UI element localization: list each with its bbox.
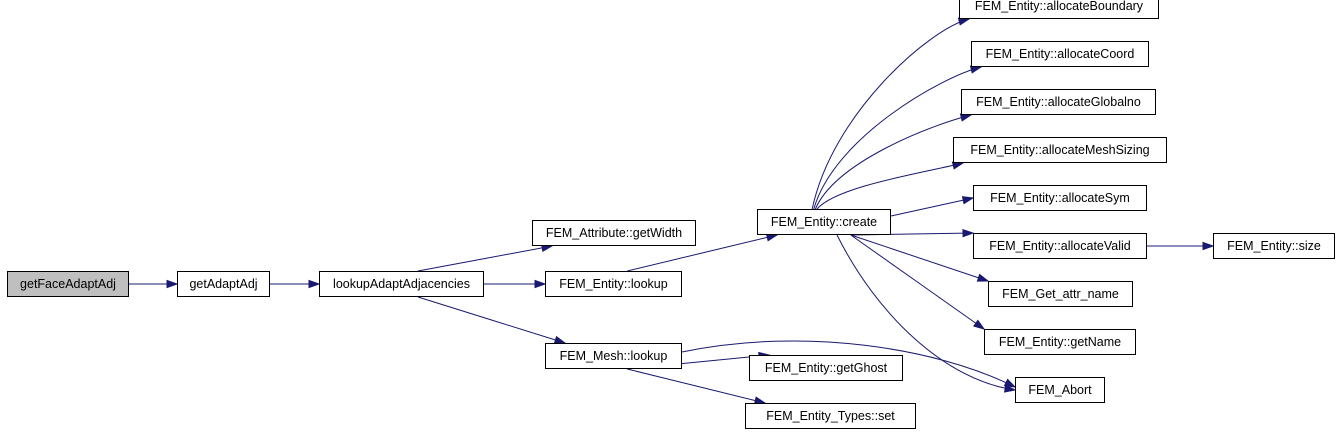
- graph-node-lookupAdaptAdjacencies[interactable]: lookupAdaptAdjacencies: [319, 271, 484, 297]
- edge-entityCreate-to-getAttrName-arrowhead: [976, 273, 990, 282]
- graph-node-label: FEM_Entity::allocateGlobalno: [976, 95, 1141, 109]
- edge-entityCreate-to-abort: [836, 234, 1016, 391]
- graph-node-entityCreate[interactable]: FEM_Entity::create: [757, 209, 891, 235]
- graph-node-label: FEM_Get_attr_name: [1002, 287, 1119, 301]
- graph-node-label: lookupAdaptAdjacencies: [333, 277, 470, 291]
- graph-node-label: FEM_Entity::allocateCoord: [985, 47, 1135, 61]
- graph-node-label: FEM_Entity::getGhost: [764, 361, 888, 375]
- graph-node-entitySize[interactable]: FEM_Entity::size: [1213, 233, 1335, 259]
- graph-node-label: FEM_Entity::allocateBoundary: [974, 0, 1144, 13]
- edge-lookupAdaptAdjacencies-to-meshLookup: [417, 296, 566, 344]
- graph-node-label: getFaceAdaptAdj: [20, 277, 116, 291]
- graph-node-label: FEM_Entity_Types::set: [766, 409, 895, 423]
- edge-entityCreate-to-allocBoundary: [811, 18, 970, 210]
- edge-lookupAdaptAdjacencies-to-attrGetWidth: [417, 245, 553, 272]
- graph-node-allocValid[interactable]: FEM_Entity::allocateValid: [973, 233, 1147, 259]
- graph-node-meshLookup[interactable]: FEM_Mesh::lookup: [545, 343, 682, 369]
- graph-node-getAdaptAdj[interactable]: getAdaptAdj: [177, 271, 270, 297]
- graph-node-label: FEM_Entity::allocateValid: [989, 239, 1131, 253]
- graph-node-label: FEM_Entity::lookup: [559, 277, 668, 291]
- edge-entityCreate-to-abort-arrowhead: [1004, 384, 1017, 393]
- graph-node-attrGetWidth[interactable]: FEM_Attribute::getWidth: [532, 220, 696, 246]
- graph-node-allocSym[interactable]: FEM_Entity::allocateSym: [973, 185, 1147, 211]
- edge-meshLookup-to-abort: [681, 340, 1016, 388]
- graph-node-getGhost[interactable]: FEM_Entity::getGhost: [749, 355, 903, 381]
- graph-node-typesSet[interactable]: FEM_Entity_Types::set: [745, 403, 916, 429]
- graph-node-label: FEM_Mesh::lookup: [559, 349, 668, 363]
- edge-entityCreate-to-allocMeshSizing-arrowhead: [951, 161, 965, 170]
- graph-node-entityLookup[interactable]: FEM_Entity::lookup: [545, 271, 682, 297]
- edge-entityCreate-to-allocBoundary-arrowhead: [957, 17, 971, 26]
- graph-node-label: FEM_Entity::size: [1227, 239, 1321, 253]
- edge-allocValid-to-entitySize-arrowhead: [1202, 241, 1215, 251]
- graph-node-label: FEM_Entity::allocateSym: [990, 191, 1130, 205]
- edge-meshLookup-to-typesSet: [627, 368, 766, 404]
- edge-entityCreate-to-allocCoord-arrowhead: [969, 65, 983, 74]
- edge-getFaceAdaptAdj-to-getAdaptAdj-arrowhead: [166, 279, 179, 289]
- edge-entityCreate-to-allocValid-arrowhead: [962, 228, 975, 238]
- edge-entityLookup-to-entityCreate: [627, 234, 778, 272]
- edge-entityCreate-to-getAttrName: [850, 234, 989, 282]
- graph-node-getAttrName[interactable]: FEM_Get_attr_name: [988, 281, 1133, 307]
- graph-node-label: FEM_Entity::allocateMeshSizing: [970, 143, 1150, 157]
- graph-node-label: FEM_Entity::getName: [998, 335, 1122, 349]
- graph-node-label: FEM_Attribute::getWidth: [545, 226, 683, 240]
- graph-node-allocCoord[interactable]: FEM_Entity::allocateCoord: [971, 41, 1149, 67]
- edge-entityCreate-to-allocGlobalno: [814, 114, 972, 210]
- edge-entityCreate-to-allocCoord: [813, 66, 982, 210]
- graph-node-allocMeshSizing[interactable]: FEM_Entity::allocateMeshSizing: [953, 137, 1167, 163]
- graph-node-label: FEM_Entity::create: [770, 215, 878, 229]
- graph-node-getFaceAdaptAdj: getFaceAdaptAdj: [7, 271, 129, 297]
- edge-lookupAdaptAdjacencies-to-entityLookup-arrowhead: [534, 279, 547, 289]
- graph-node-allocGlobalno[interactable]: FEM_Entity::allocateGlobalno: [961, 89, 1156, 115]
- graph-node-allocBoundary[interactable]: FEM_Entity::allocateBoundary: [959, 0, 1159, 19]
- edge-entityCreate-to-getName: [850, 234, 985, 330]
- edge-getAdaptAdj-to-lookupAdaptAdjacencies-arrowhead: [308, 279, 321, 289]
- graph-node-abort[interactable]: FEM_Abort: [1015, 377, 1105, 403]
- graph-node-getName[interactable]: FEM_Entity::getName: [984, 329, 1136, 355]
- edge-meshLookup-to-abort-arrowhead: [1003, 378, 1017, 388]
- graph-node-label: FEM_Abort: [1028, 383, 1092, 397]
- edge-entityCreate-to-allocSym: [890, 197, 974, 217]
- graph-node-label: getAdaptAdj: [189, 277, 258, 291]
- edge-entityCreate-to-allocSym-arrowhead: [961, 196, 975, 205]
- edge-entityCreate-to-getName-arrowhead: [972, 319, 986, 330]
- edge-entityCreate-to-allocMeshSizing: [816, 162, 964, 210]
- edge-entityCreate-to-allocGlobalno-arrowhead: [959, 113, 973, 122]
